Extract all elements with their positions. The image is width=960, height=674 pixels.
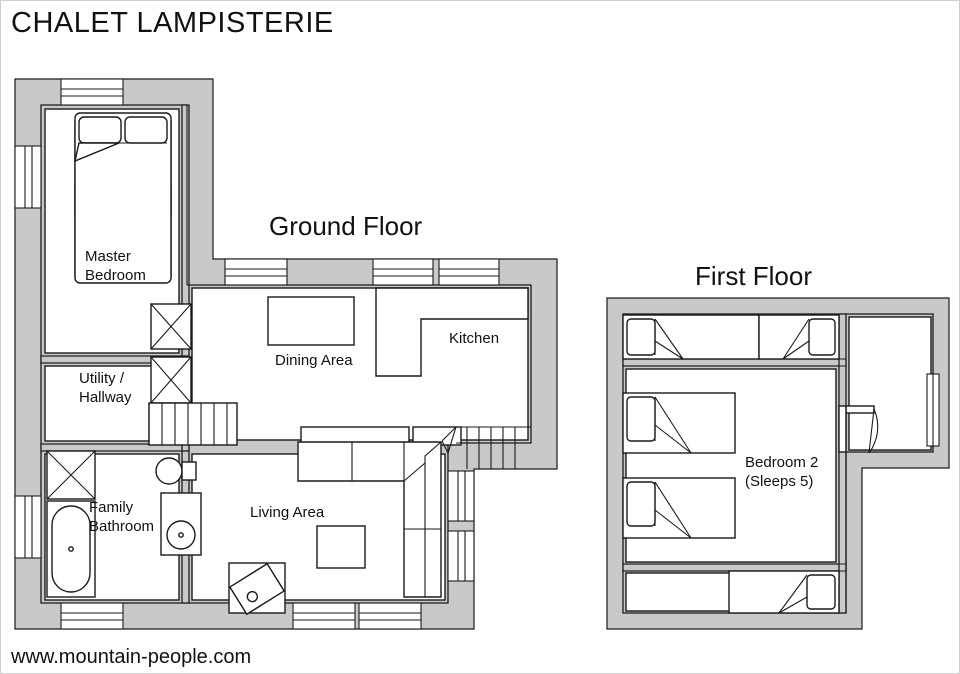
single-bed-top-right [758, 314, 840, 360]
dining-table [267, 296, 355, 346]
room-label-master-bedroom: Master Bedroom [85, 248, 146, 284]
room-label-family-bathroom: Family Bathroom [89, 499, 155, 535]
wood-stove [228, 562, 286, 616]
room-label-dining-area: Dining Area [275, 352, 353, 369]
single-bed-bottom [728, 570, 840, 614]
room-label-utility-hallway: Utility / Hallway [79, 370, 132, 406]
first-floor-title: First Floor [695, 261, 812, 291]
single-bed-lower [622, 477, 736, 539]
shower-tray [46, 450, 96, 500]
closet-upper [150, 303, 192, 350]
room-label-kitchen: Kitchen [449, 330, 500, 347]
ground-floor-windows [14, 78, 500, 630]
room-label-living-area: Living Area [250, 504, 325, 521]
door-swing [838, 405, 879, 454]
website-footer: www.mountain-people.com [11, 646, 252, 668]
page-title: CHALET LAMPISTERIE [11, 7, 334, 39]
coffee-table [316, 525, 366, 569]
wash-basin [160, 492, 202, 556]
bathtub [46, 500, 96, 598]
staircase-lower [148, 402, 238, 446]
ground-floor-title: Ground Floor [269, 211, 423, 241]
single-bed-top-left [622, 314, 760, 360]
staircase-upper [441, 426, 531, 469]
single-bed-middle [622, 392, 736, 454]
room-label-bedroom-2: Bedroom 2 (Sleeps 5) [745, 454, 819, 490]
toilet [155, 457, 197, 485]
first-floor-window [926, 373, 940, 447]
closet-lower [150, 356, 192, 404]
